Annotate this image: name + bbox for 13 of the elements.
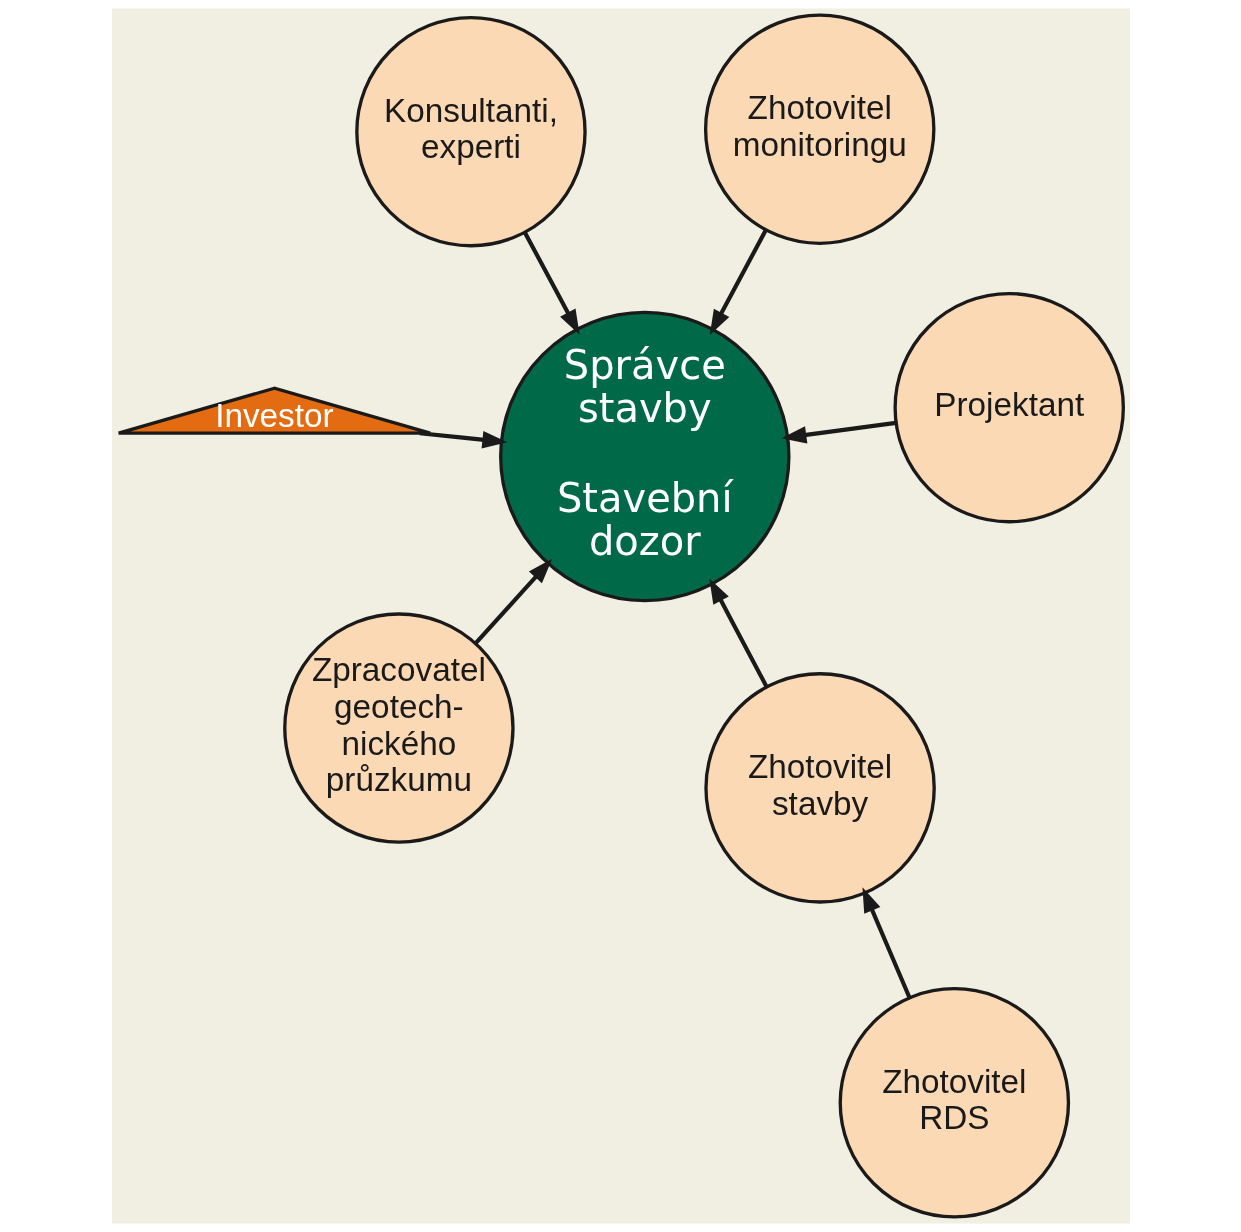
arrow xyxy=(419,431,507,449)
node-circle: Zhotovitel RDS xyxy=(838,987,1070,1219)
arrow xyxy=(780,420,896,444)
node-circle: Konsultanti, experti xyxy=(354,15,587,248)
arrow xyxy=(861,887,911,999)
node-circle: Zhotovitel monitoringu xyxy=(703,13,935,245)
arrow xyxy=(522,231,580,335)
arrow xyxy=(708,578,768,688)
arrow xyxy=(473,558,552,645)
arrow xyxy=(709,229,768,335)
node-circle: Projektant xyxy=(892,291,1125,524)
node-circle: Zpracovatel geotech- nického průzkumu xyxy=(282,612,515,844)
node-circle: Zhotovitel stavby xyxy=(703,672,936,904)
